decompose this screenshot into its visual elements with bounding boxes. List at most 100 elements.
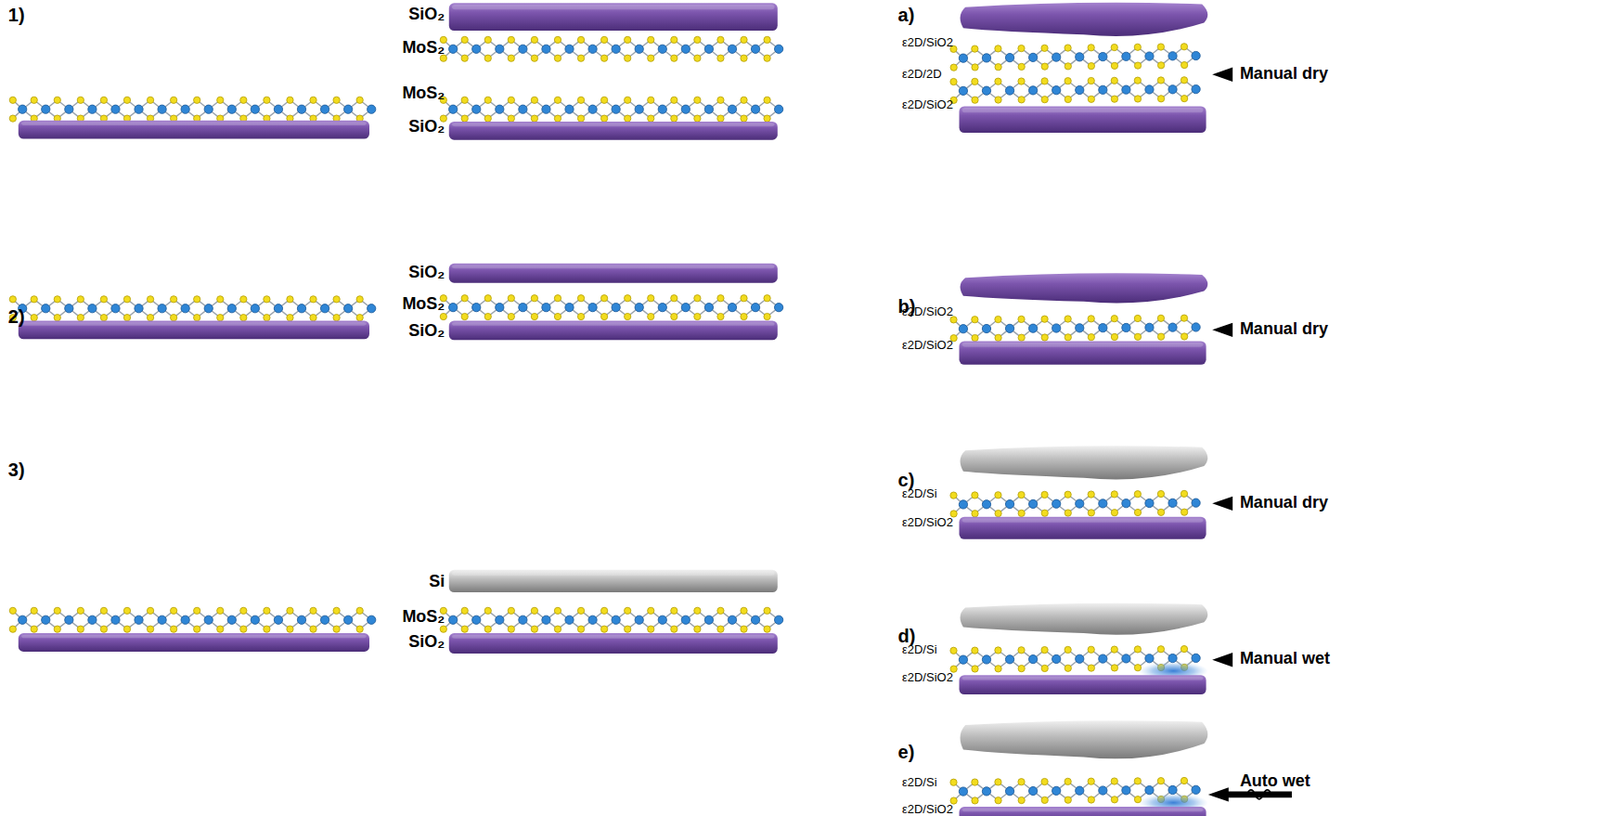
sulfur-atom bbox=[461, 96, 468, 104]
sulfur-atom bbox=[971, 334, 979, 341]
molybdenum-atom bbox=[541, 44, 551, 53]
slab-highlight bbox=[962, 676, 1203, 681]
sulfur-atom bbox=[530, 36, 538, 43]
molybdenum-atom bbox=[250, 304, 259, 313]
molybdenum-atom bbox=[1168, 785, 1177, 794]
slab-highlight bbox=[451, 634, 775, 639]
molybdenum-atom bbox=[750, 615, 760, 624]
sulfur-atom bbox=[123, 296, 130, 303]
sulfur-atom bbox=[577, 625, 584, 633]
molybdenum-atom bbox=[1145, 786, 1154, 795]
molybdenum-atom bbox=[1122, 85, 1131, 94]
top-substrate bbox=[960, 2, 1209, 37]
molybdenum-atom bbox=[681, 104, 690, 114]
sulfur-atom bbox=[950, 64, 957, 71]
sulfur-atom bbox=[53, 625, 61, 633]
sulfur-atom bbox=[994, 646, 1002, 654]
molybdenum-atom bbox=[134, 104, 143, 114]
sulfur-atom bbox=[554, 54, 561, 62]
sulfur-atom bbox=[1064, 95, 1071, 103]
sulfur-atom bbox=[1018, 44, 1025, 52]
sulfur-atom bbox=[1110, 77, 1118, 84]
sulfur-atom bbox=[1018, 664, 1025, 671]
sulfur-atom bbox=[240, 314, 247, 322]
sulfur-atom bbox=[600, 36, 607, 43]
molybdenum-atom bbox=[658, 303, 667, 312]
sulfur-atom bbox=[740, 36, 748, 43]
molybdenum-atom bbox=[611, 303, 620, 312]
sulfur-atom bbox=[1041, 44, 1048, 52]
sulfur-atom bbox=[146, 625, 154, 633]
sulfur-atom bbox=[694, 54, 701, 62]
sulfur-atom bbox=[240, 606, 247, 614]
sulfur-atom bbox=[240, 296, 247, 303]
molybdenum-atom bbox=[204, 615, 213, 624]
sulfur-atom bbox=[309, 606, 317, 614]
sulfur-atom bbox=[1180, 43, 1188, 51]
molybdenum-atom bbox=[727, 615, 736, 624]
sulfur-atom bbox=[484, 36, 491, 43]
molybdenum-atom bbox=[565, 303, 574, 312]
sulfur-atom bbox=[507, 625, 515, 633]
material-label: MoS₂ bbox=[401, 38, 445, 58]
molybdenum-atom bbox=[273, 304, 283, 313]
sulfur-atom bbox=[1087, 664, 1095, 671]
material-label: MoS₂ bbox=[401, 607, 445, 627]
molybdenum-atom bbox=[1075, 786, 1084, 795]
sulfur-atom bbox=[1018, 96, 1025, 104]
sulfur-atom bbox=[950, 646, 957, 654]
sulfur-atom bbox=[77, 96, 84, 104]
sulfur-atom bbox=[577, 96, 584, 104]
top-substrate bbox=[960, 720, 1209, 759]
sulfur-atom bbox=[77, 296, 84, 303]
material-label: SiO₂ bbox=[408, 632, 445, 652]
molybdenum-atom bbox=[88, 615, 97, 624]
sulfur-atom bbox=[1180, 314, 1188, 322]
sulfur-atom bbox=[971, 96, 979, 104]
panel-number: a) bbox=[898, 4, 916, 26]
molybdenum-atom bbox=[1075, 654, 1084, 663]
sulfur-atom bbox=[994, 63, 1002, 70]
molybdenum-atom bbox=[1122, 51, 1131, 61]
molybdenum-atom bbox=[774, 44, 784, 53]
process-label: Manual dry bbox=[1239, 64, 1329, 84]
sulfur-atom bbox=[670, 606, 678, 614]
substrate-slab bbox=[449, 121, 778, 141]
insertion-arrowhead bbox=[1212, 67, 1233, 82]
molybdenum-atom bbox=[1098, 654, 1108, 663]
sulfur-atom bbox=[971, 665, 979, 672]
mos2-monolayer bbox=[9, 606, 376, 633]
sulfur-atom bbox=[193, 296, 201, 303]
molybdenum-atom bbox=[958, 500, 968, 509]
molybdenum-atom bbox=[18, 615, 27, 624]
molybdenum-atom bbox=[1122, 322, 1131, 332]
sulfur-atom bbox=[740, 625, 748, 633]
sulfur-atom bbox=[1087, 44, 1095, 52]
molybdenum-atom bbox=[1122, 654, 1131, 663]
molybdenum-atom bbox=[1168, 51, 1177, 61]
sulfur-atom bbox=[30, 606, 38, 614]
molybdenum-atom bbox=[1191, 322, 1200, 332]
molybdenum-atom bbox=[611, 104, 620, 114]
sulfur-atom bbox=[100, 96, 107, 104]
molybdenum-atom bbox=[157, 104, 167, 114]
interface-label: ε2D/2D bbox=[902, 67, 942, 81]
molybdenum-atom bbox=[958, 655, 968, 664]
slab-highlight bbox=[21, 121, 367, 126]
sulfur-atom bbox=[740, 295, 748, 302]
sulfur-atom bbox=[1041, 664, 1048, 671]
molybdenum-atom bbox=[157, 304, 167, 313]
sulfur-atom bbox=[1157, 490, 1164, 497]
sulfur-atom bbox=[694, 606, 701, 614]
molybdenum-atom bbox=[981, 655, 991, 664]
sulfur-atom bbox=[1110, 796, 1118, 803]
sulfur-atom bbox=[717, 54, 724, 62]
molybdenum-atom bbox=[204, 104, 213, 114]
molybdenum-atom bbox=[227, 304, 236, 313]
molybdenum-atom bbox=[367, 104, 376, 114]
sulfur-atom bbox=[484, 295, 491, 302]
sulfur-atom bbox=[286, 296, 294, 303]
sulfur-atom bbox=[554, 115, 561, 122]
sulfur-atom bbox=[356, 296, 363, 303]
molybdenum-atom bbox=[634, 303, 644, 312]
